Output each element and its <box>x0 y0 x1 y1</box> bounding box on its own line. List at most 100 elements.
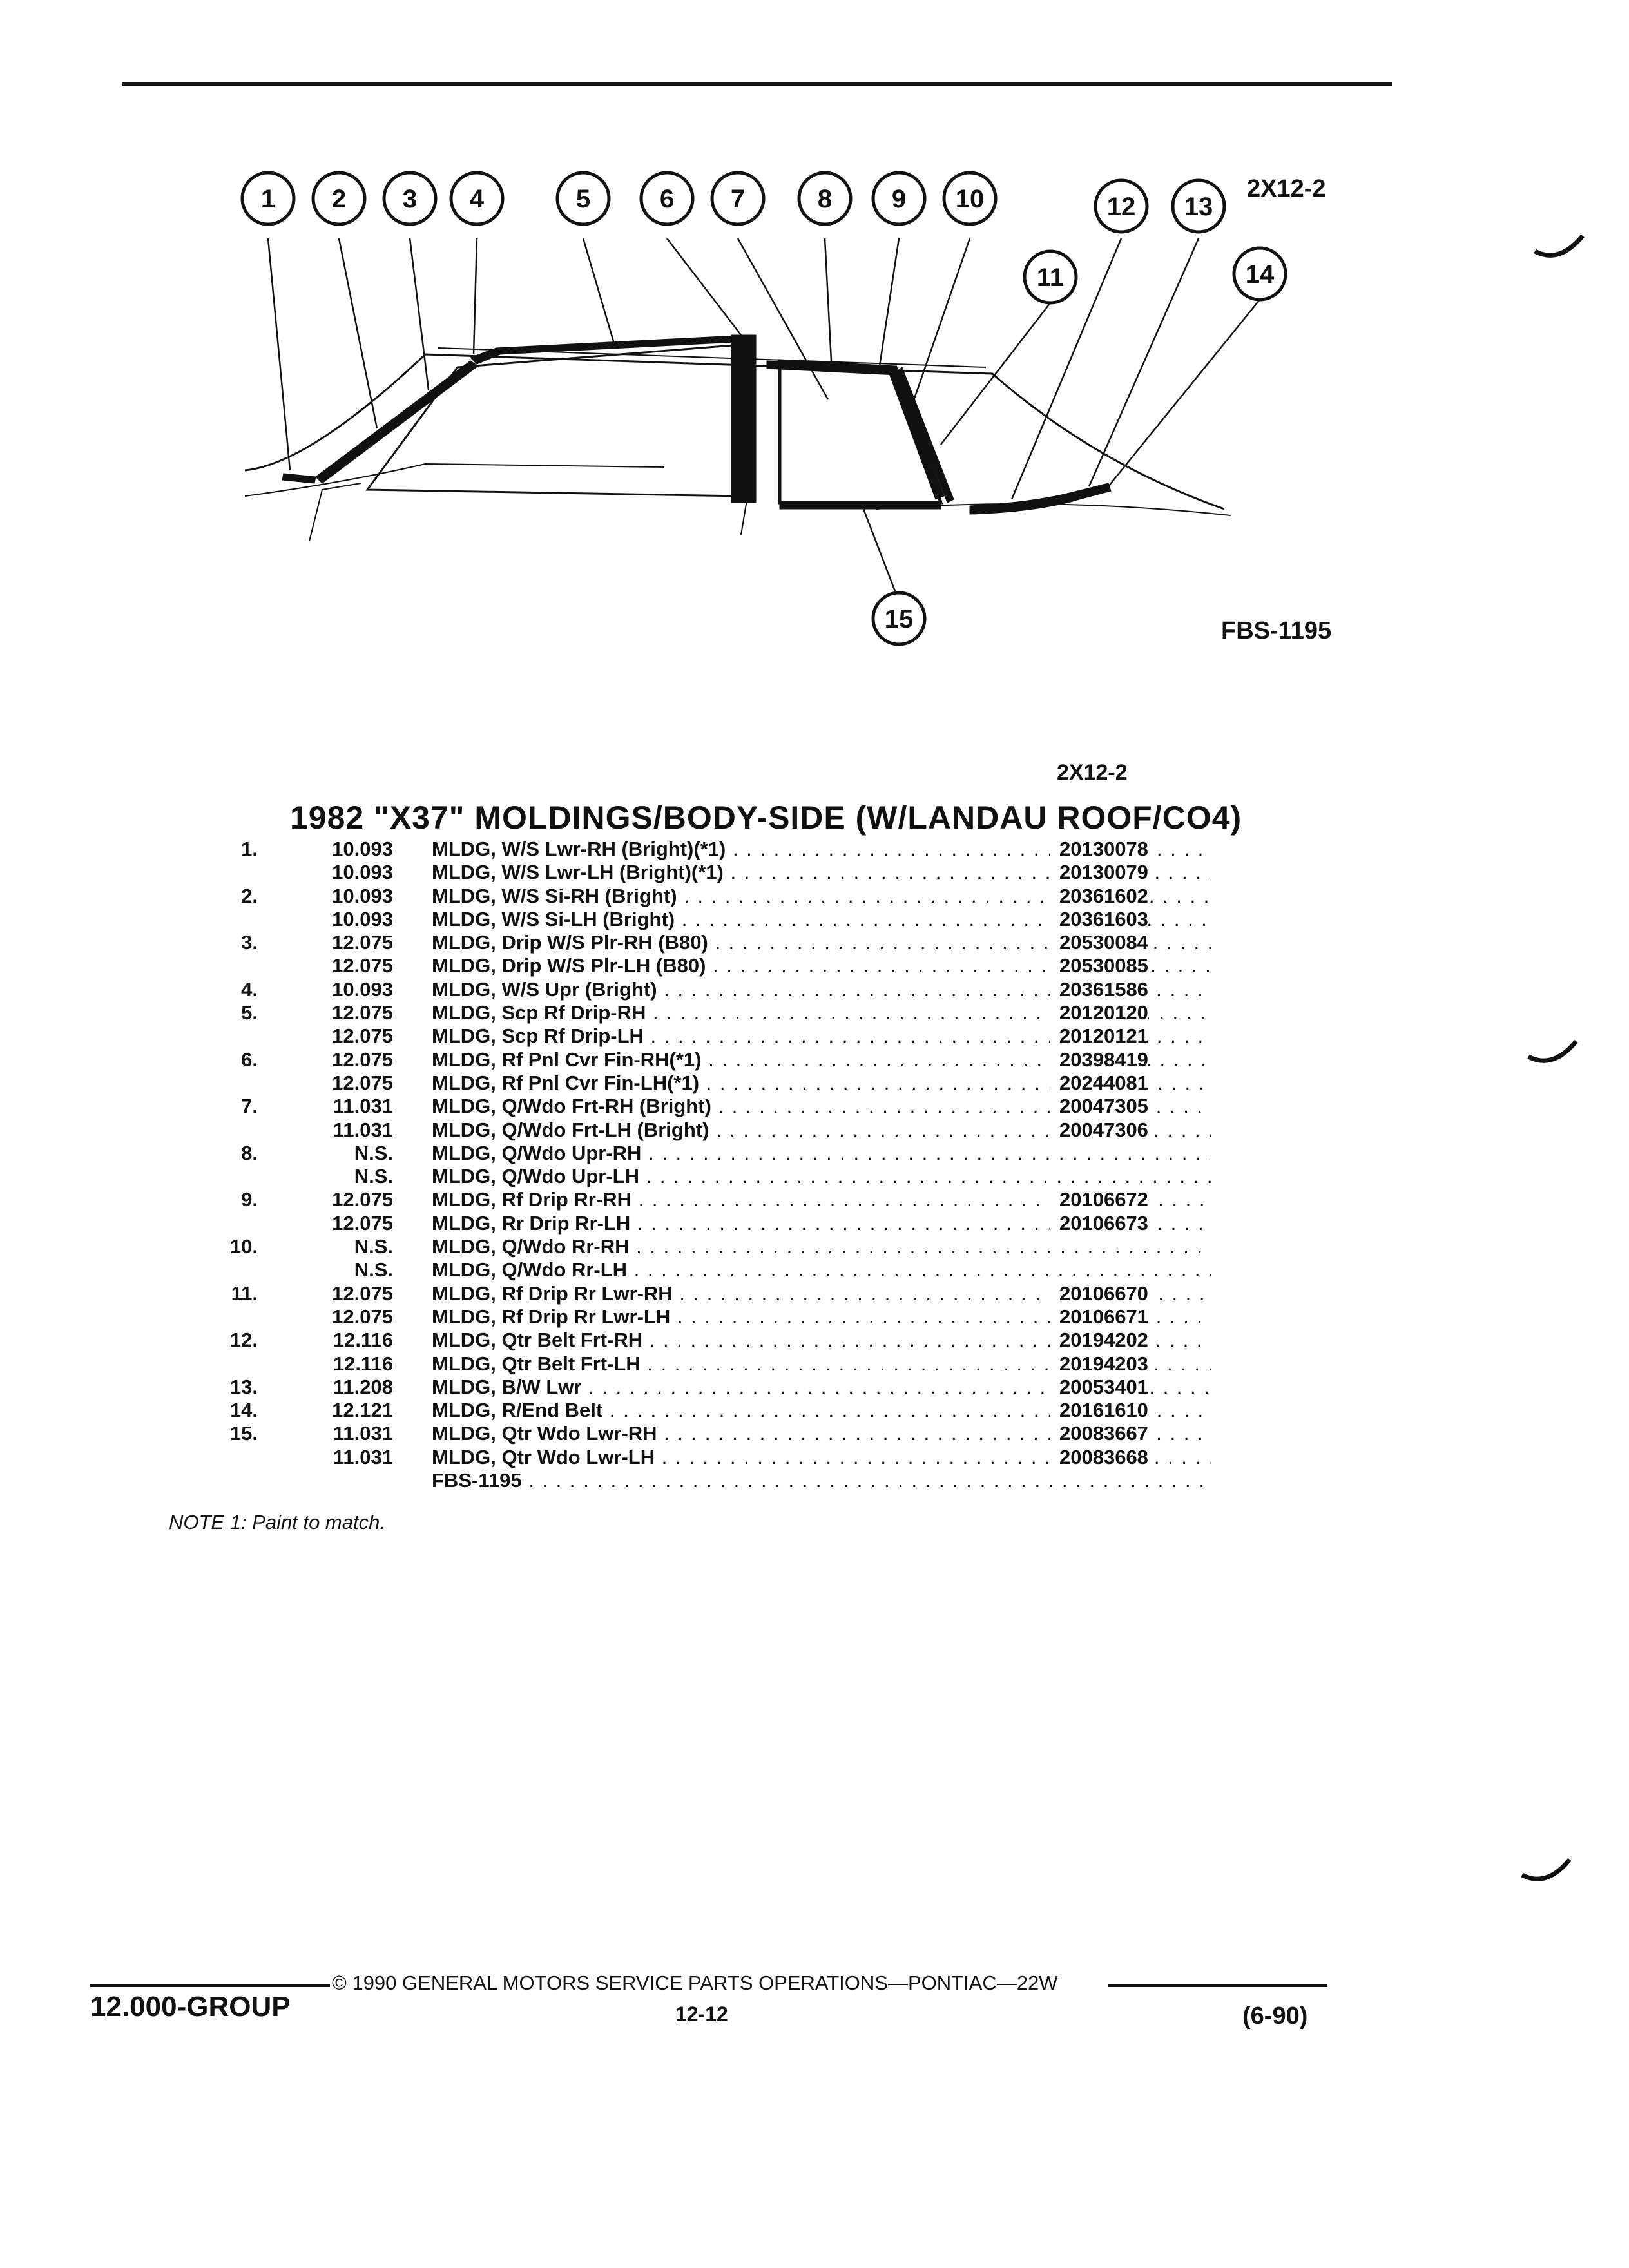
part-description: MLDG, Rf Drip Rr-RH <box>432 1188 1211 1211</box>
part-description: MLDG, Q/Wdo Upr-RH <box>432 1142 1211 1165</box>
part-description: MLDG, Scp Rf Drip-RH <box>432 1001 1211 1024</box>
part-description: MLDG, W/S Si-RH (Bright) <box>432 885 1211 908</box>
part-description: MLDG, R/End Belt <box>432 1399 1211 1422</box>
part-description: MLDG, Drip W/S Plr-LH (B80) <box>432 954 1211 977</box>
callout-7 <box>710 171 766 226</box>
group-number: 12.116 <box>333 1352 393 1375</box>
part-description: MLDG, Rf Pnl Cvr Fin-LH(*1) <box>432 1072 1211 1095</box>
top-rule <box>122 82 1392 86</box>
figure-id-top: 2X12-2 <box>1247 175 1326 202</box>
callout-label: 6 <box>660 185 674 213</box>
callout-label: 9 <box>892 185 906 213</box>
group-number: 12.075 <box>332 954 393 977</box>
group-number: 12.075 <box>332 1024 393 1048</box>
side-window <box>365 343 742 497</box>
table-row: FBS-1195 <box>148 1469 1244 1492</box>
punch-mark <box>1527 1039 1578 1063</box>
part-description: MLDG, B/W Lwr <box>432 1376 1211 1399</box>
group-number: 10.093 <box>332 861 393 884</box>
part-description: MLDG, Rf Drip Rr Lwr-RH <box>432 1282 1211 1305</box>
part-number: 20047305 <box>1050 1095 1148 1119</box>
part-number: 20194203 <box>1050 1352 1148 1376</box>
footer-group: 12.000-GROUP <box>90 1991 291 2023</box>
part-number: 20361602 <box>1050 884 1148 908</box>
footer-copyright: © 1990 GENERAL MOTORS SERVICE PARTS OPER… <box>332 1972 1058 1994</box>
group-number: 10.093 <box>332 977 393 1001</box>
part-description: MLDG, Q/Wdo Rr-LH <box>432 1258 1211 1282</box>
callout-11 <box>1023 249 1078 305</box>
callout-label: 14 <box>1246 260 1275 289</box>
callout-label: 13 <box>1184 193 1213 221</box>
callout-3 <box>382 171 438 226</box>
part-number: 20106673 <box>1050 1211 1148 1235</box>
molding-1 <box>282 473 316 484</box>
door-line <box>309 483 361 542</box>
group-number: N.S. <box>354 1141 393 1164</box>
molding-4 <box>470 347 501 365</box>
callout-label: 8 <box>818 185 832 213</box>
part-description: MLDG, Scp Rf Drip-LH <box>432 1024 1211 1048</box>
part-description: MLDG, Qtr Belt Frt-LH <box>432 1352 1211 1376</box>
callout-5 <box>555 171 611 226</box>
footer-rule-right <box>1108 1984 1327 1987</box>
group-number: 11.031 <box>333 1118 393 1141</box>
group-number: 11.031 <box>333 1445 393 1468</box>
punch-mark <box>1521 1858 1572 1881</box>
part-number: 20053401 <box>1050 1375 1148 1399</box>
item-number: 2. <box>241 884 258 907</box>
part-description: MLDG, Rf Pnl Cvr Fin-RH(*1) <box>432 1048 1211 1072</box>
group-number: 10.093 <box>332 907 393 930</box>
group-number: 12.075 <box>332 1305 393 1328</box>
part-description: MLDG, Q/Wdo Rr-RH <box>432 1235 1211 1258</box>
item-number: 6. <box>241 1048 258 1071</box>
table-row: 12.075 MLDG, Drip W/S Plr-LH (B80)2053008… <box>148 954 1244 978</box>
part-number: 20361603 <box>1050 907 1148 931</box>
part-description: MLDG, Rf Drip Rr Lwr-LH <box>432 1305 1211 1329</box>
group-number: 12.075 <box>332 1282 393 1305</box>
callout-2 <box>311 171 367 226</box>
table-row: 12.116 MLDG, Qtr Belt Frt-LH20194203 <box>148 1352 1244 1376</box>
part-number: 20120120 <box>1050 1001 1148 1025</box>
part-number: 20120121 <box>1050 1024 1148 1048</box>
callout-label: 1 <box>261 185 275 213</box>
part-number: 20530085 <box>1050 954 1148 978</box>
callout-4 <box>449 171 505 226</box>
group-number: 12.075 <box>332 1188 393 1211</box>
callout-9 <box>871 171 927 226</box>
callout-15 <box>871 591 927 646</box>
group-number: 12.121 <box>332 1399 393 1422</box>
table-row: 2. 10.093 MLDG, W/S Si-RH (Bright)20361602 <box>148 884 1244 908</box>
footer-rule-left <box>90 1984 330 1987</box>
group-number: N.S. <box>354 1235 393 1258</box>
item-number: 9. <box>241 1188 258 1211</box>
fender-line <box>244 463 664 497</box>
group-number: 10.093 <box>332 838 393 860</box>
molding-9-10 <box>889 367 945 500</box>
catalog-figure-ref: 2X12-2 <box>1057 760 1128 785</box>
item-number: 13. <box>229 1375 258 1398</box>
item-number: 1. <box>241 838 258 860</box>
callout-13 <box>1171 178 1226 234</box>
punch-mark <box>1534 234 1585 258</box>
callout-6 <box>639 171 695 226</box>
body-outline-upper <box>244 353 1225 510</box>
part-number: 20083668 <box>1050 1445 1148 1469</box>
group-number: 10.093 <box>332 884 393 907</box>
table-row: 12.075 MLDG, Scp Rf Drip-LH20120121 <box>148 1024 1244 1048</box>
part-number: 20083667 <box>1050 1422 1148 1446</box>
item-number: 3. <box>241 931 258 954</box>
item-number: 14. <box>229 1399 258 1422</box>
molding-2-3 <box>315 360 479 484</box>
